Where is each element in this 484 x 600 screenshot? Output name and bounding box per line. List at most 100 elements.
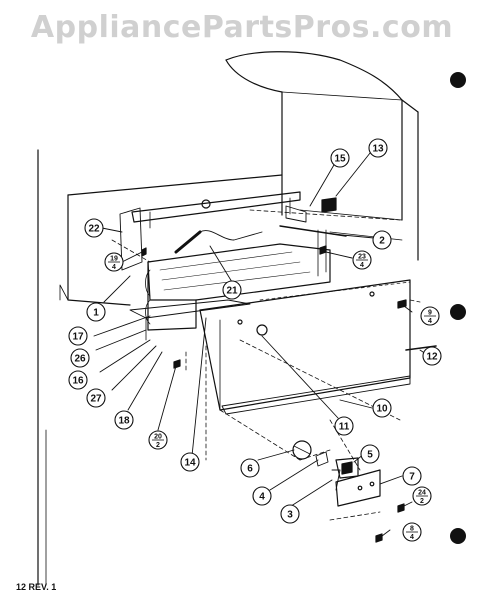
rail-brackets: [149, 197, 291, 229]
plate-hole-2: [369, 481, 375, 487]
drier-tube: [199, 230, 263, 241]
callout-label: 18: [118, 416, 130, 427]
callout-label: 1: [93, 308, 99, 319]
cabinet-upper-shelf: [67, 174, 283, 196]
callout-label: 15: [334, 154, 346, 165]
callout-label: 12: [426, 352, 438, 363]
panel-screw-hole-right: [369, 291, 375, 297]
callout-fraction-top: 9: [428, 310, 432, 317]
callout-label: 14: [184, 458, 196, 469]
callout-f9: 94: [420, 306, 440, 326]
callout-label: 10: [376, 404, 388, 415]
callout-f20: 202: [148, 430, 168, 450]
callout-label: 27: [90, 394, 102, 405]
panel-knob-hole: [256, 324, 268, 336]
callout-c11: 11: [334, 416, 354, 436]
screw-20-2: [173, 359, 181, 369]
callout-fraction-bottom: 2: [420, 498, 424, 505]
switch-core: [341, 461, 353, 475]
callout-label: 4: [259, 492, 265, 503]
cabinet-left-foot: [59, 284, 69, 301]
callout-f24: 242: [412, 486, 432, 506]
callout-c13: 13: [368, 138, 388, 158]
assembly-lines: [111, 209, 421, 521]
callout-c17: 17: [68, 326, 88, 346]
condenser-front: [147, 261, 197, 331]
callout-c14: 14: [180, 452, 200, 472]
panel-screw-hole-left: [237, 319, 243, 325]
callout-fraction-top: 20: [154, 434, 162, 441]
coil-bends: [145, 269, 151, 325]
binding-hole-middle: [450, 304, 466, 320]
clip-13: [321, 197, 337, 213]
callout-c10: 10: [372, 398, 392, 418]
callout-label: 11: [339, 422, 350, 433]
drier-body: [174, 230, 202, 254]
left-side-panel: [119, 207, 143, 271]
callout-f23: 234: [352, 250, 372, 270]
callout-f8: 84: [402, 522, 422, 542]
rail-hole: [201, 199, 211, 209]
screw-23-4: [319, 245, 327, 255]
callout-label: 21: [226, 286, 238, 297]
knob-marker: [293, 445, 311, 455]
callout-label: 5: [367, 450, 373, 461]
callout-c22: 22: [84, 218, 104, 238]
callout-c1: 1: [86, 302, 106, 322]
callout-layer: 1234567101112131415161718212226271942349…: [68, 138, 442, 542]
front-panel-bottom-lip: [221, 375, 411, 415]
kickplate: [129, 299, 251, 319]
callout-fraction-bottom: 4: [112, 264, 116, 271]
rear-rail: [131, 191, 301, 223]
callout-c6: 6: [240, 458, 260, 478]
callout-label: 6: [247, 464, 253, 475]
mounting-plate: [335, 469, 381, 507]
callout-c4: 4: [252, 486, 272, 506]
screw-24-2: [397, 503, 405, 513]
callout-c16: 16: [68, 370, 88, 390]
thermostat-clip: [315, 451, 329, 467]
callout-fraction-bottom: 4: [428, 318, 432, 325]
revision-note: 12 REV. 1: [16, 582, 57, 592]
bracket-15: [285, 205, 307, 223]
callout-label: 13: [372, 144, 384, 155]
callout-c27: 27: [86, 388, 106, 408]
callout-label: 22: [88, 224, 100, 235]
cabinet-right-edge: [401, 99, 419, 261]
screw-8-4: [375, 533, 383, 543]
callout-fraction-bottom: 4: [410, 534, 414, 541]
callout-c5: 5: [360, 444, 380, 464]
screw-19-4: [141, 247, 147, 257]
cabinet-top-outline: [225, 51, 419, 113]
callout-c2: 2: [372, 230, 392, 250]
binding-hole-bottom: [450, 528, 466, 544]
leader-lines: [93, 147, 427, 537]
condenser-fins: [159, 251, 311, 291]
callout-fraction-top: 19: [110, 256, 118, 263]
callout-fraction-bottom: 4: [360, 262, 364, 269]
callout-label: 3: [287, 510, 293, 521]
callout-c26: 26: [70, 348, 90, 368]
callout-f19: 194: [104, 252, 124, 272]
callout-label: 17: [72, 332, 84, 343]
watermark: AppliancePartsPros.com: [30, 10, 454, 45]
callout-label: 16: [72, 376, 84, 387]
callout-fraction-bottom: 2: [156, 442, 160, 449]
cabinet-top-fold: [225, 59, 283, 93]
callout-c18: 18: [114, 410, 134, 430]
callout-fraction-top: 8: [410, 526, 414, 533]
callout-c7: 7: [402, 466, 422, 486]
binding-hole-top: [450, 72, 466, 88]
callout-label: 2: [379, 236, 385, 247]
callout-fraction-top: 23: [358, 254, 366, 261]
cabinet-top-back-edge: [281, 91, 403, 101]
plate-hole-1: [357, 485, 363, 491]
callout-label: 26: [74, 354, 86, 365]
callout-c3: 3: [280, 504, 300, 524]
callout-c21: 21: [222, 280, 242, 300]
callout-c15: 15: [330, 148, 350, 168]
front-panel-top-dash: [259, 281, 411, 301]
callout-fraction-top: 24: [418, 490, 426, 497]
